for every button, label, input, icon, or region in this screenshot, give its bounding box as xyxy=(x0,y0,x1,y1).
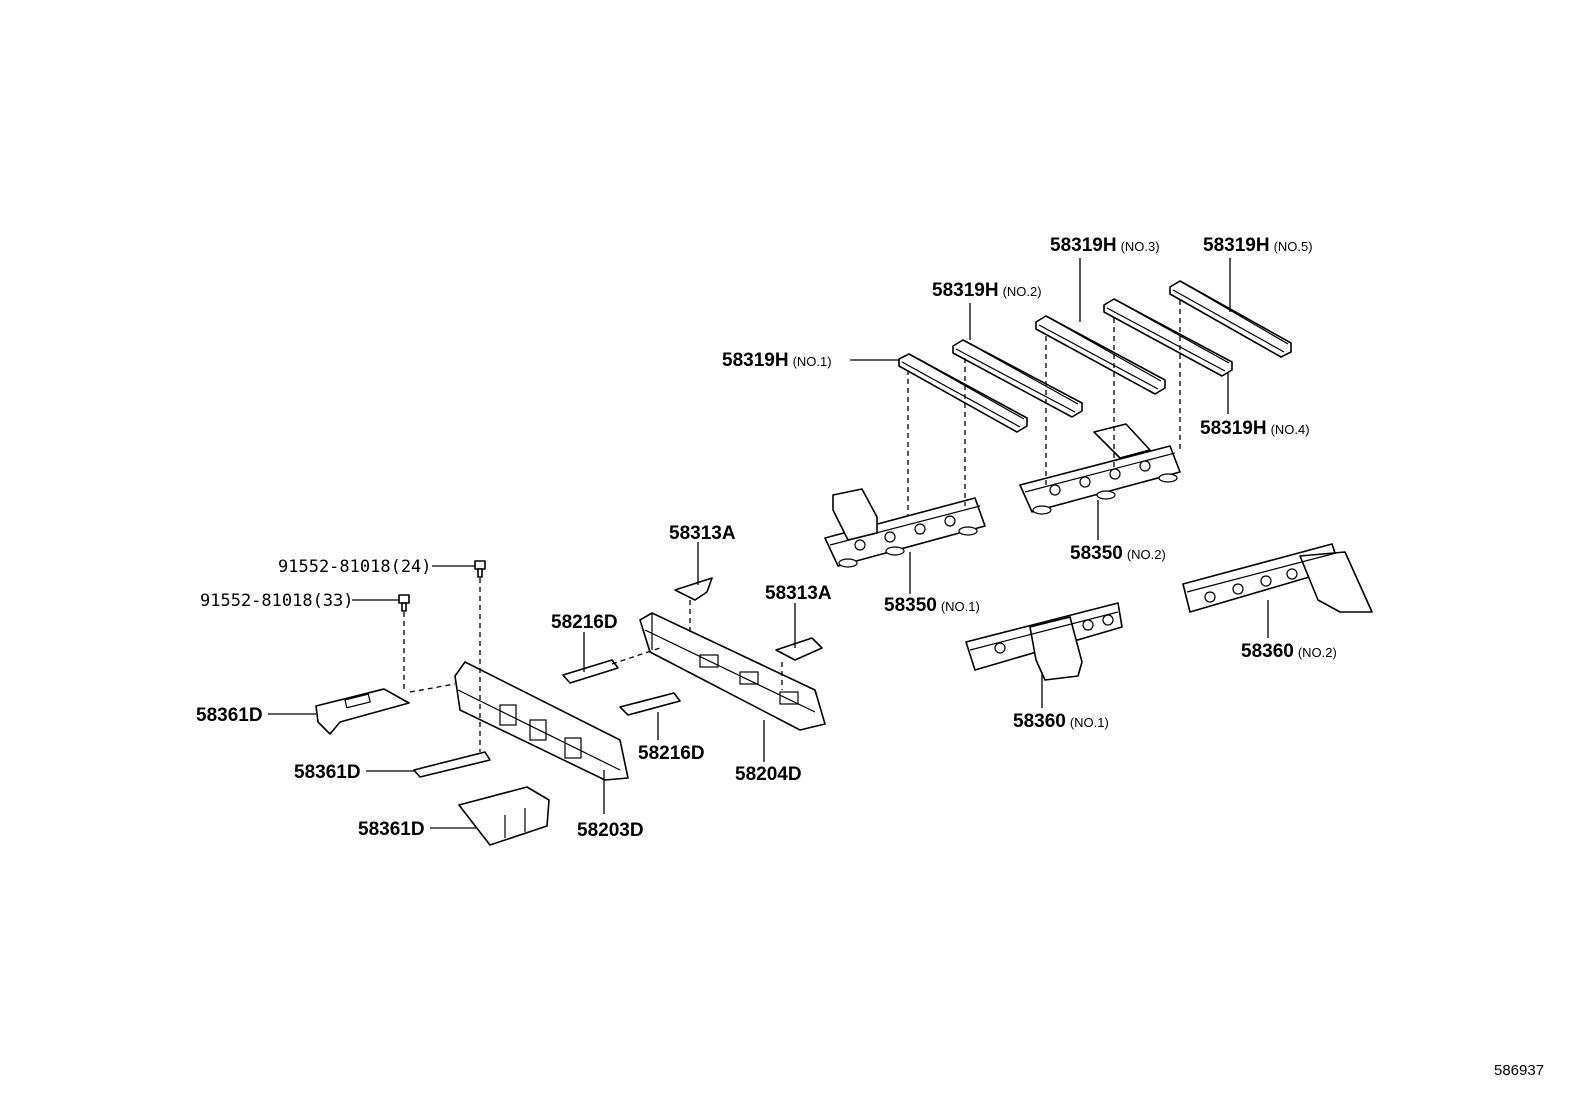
crossmember-58350-no1 xyxy=(824,488,986,568)
label-58319H-no2: 58319H(NO.2) xyxy=(932,280,1042,301)
figure-reference-number: 586937 xyxy=(1494,1062,1544,1079)
bolt-33-icon xyxy=(398,594,410,612)
label-58204D: 58204D xyxy=(735,764,802,785)
label-bolt-24: 91552-81018(24) xyxy=(278,557,432,577)
assembly-dash-lines xyxy=(403,300,1181,752)
label-58360-no1: 58360(NO.1) xyxy=(1013,711,1109,732)
label-58350-no2: 58350(NO.2) xyxy=(1070,543,1166,564)
label-58319H-no5: 58319H(NO.5) xyxy=(1203,235,1313,256)
member-58360-no1 xyxy=(965,602,1123,681)
rail-58319H-no3 xyxy=(1035,315,1166,395)
bracket-58313A-b xyxy=(775,637,823,661)
label-58216D-a: 58216D xyxy=(551,612,618,633)
bolt-24-icon xyxy=(474,560,486,578)
crossmember-58203D xyxy=(454,661,629,781)
label-58319H-no4: 58319H(NO.4) xyxy=(1200,418,1310,439)
rail-58319H-no4 xyxy=(1103,298,1233,377)
rail-58319H-no1 xyxy=(898,353,1028,433)
plate-58361D-b xyxy=(413,751,491,778)
label-58319H-no3: 58319H(NO.3) xyxy=(1050,235,1160,256)
plate-58216D-b xyxy=(619,692,681,716)
label-58216D-b: 58216D xyxy=(638,743,705,764)
label-bolt-33: 91552-81018(33) xyxy=(200,591,354,611)
label-58203D: 58203D xyxy=(577,820,644,841)
label-58350-no1: 58350(NO.1) xyxy=(884,595,980,616)
label-58361D-c: 58361D xyxy=(358,819,425,840)
rail-58319H-no5 xyxy=(1169,280,1292,358)
leader-lines xyxy=(268,258,1269,829)
label-58361D-a: 58361D xyxy=(196,705,263,726)
plate-58216D-a xyxy=(562,659,619,684)
bracket-58361D-a xyxy=(315,688,410,735)
member-58360-no2 xyxy=(1182,543,1373,613)
label-58319H-no1: 58319H(NO.1) xyxy=(722,350,832,371)
crossmember-58204D xyxy=(639,612,826,731)
label-58313A-b: 58313A xyxy=(765,583,832,604)
label-58360-no2: 58360(NO.2) xyxy=(1241,641,1337,662)
crossmember-58350-no2 xyxy=(1019,423,1181,515)
label-58361D-b: 58361D xyxy=(294,762,361,783)
rail-58319H-no2 xyxy=(952,339,1083,418)
bracket-58313A-a xyxy=(674,577,713,601)
bracket-58361D-c xyxy=(458,786,550,846)
label-58313A-a: 58313A xyxy=(669,523,736,544)
